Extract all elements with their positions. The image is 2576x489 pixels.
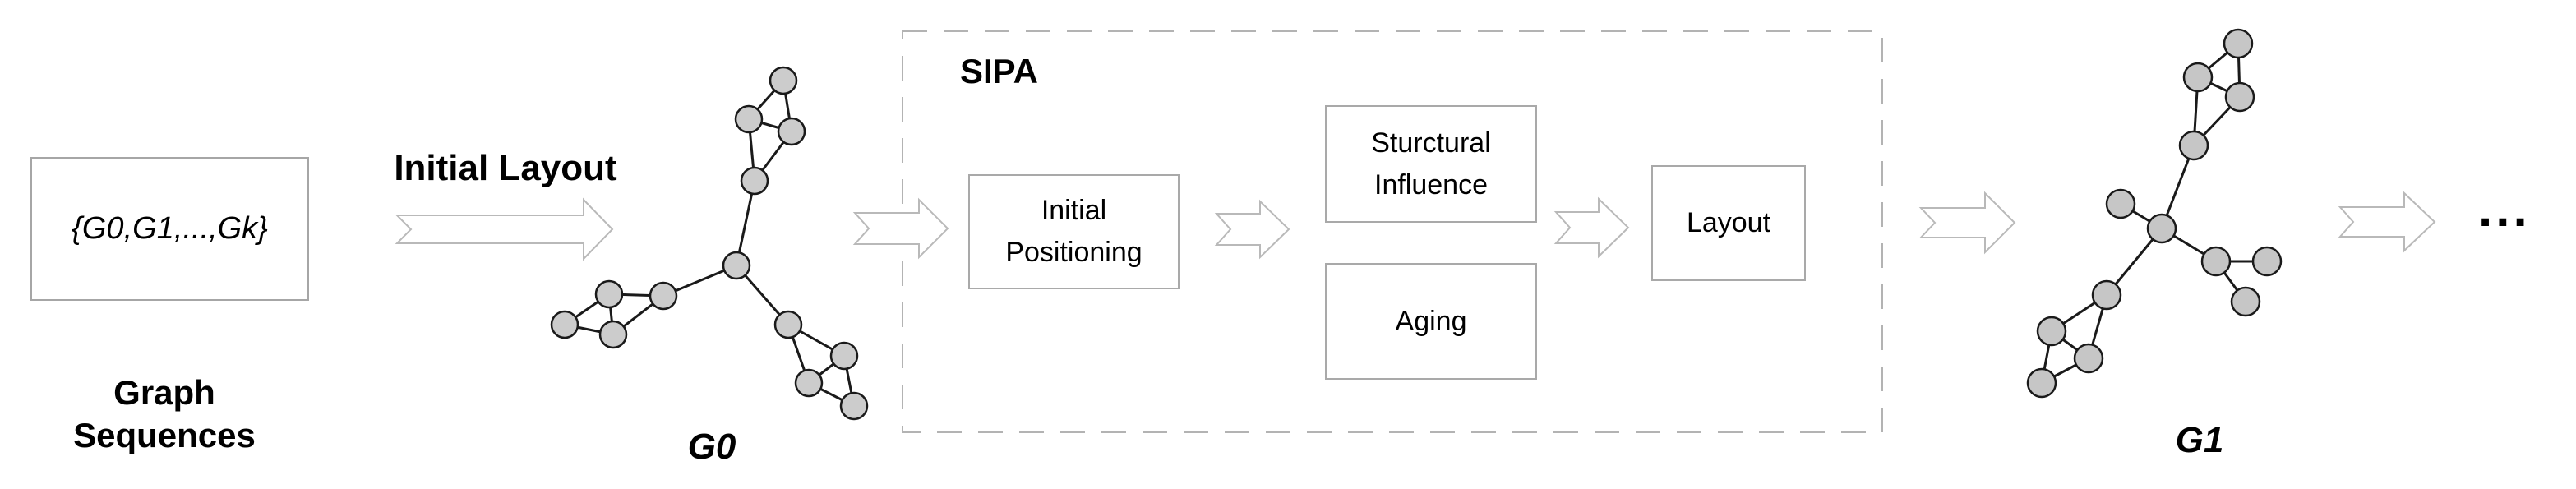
- graph-node: [2251, 246, 2283, 277]
- graph-sequence-input-box: {G0,G1,...,Gk}: [30, 157, 309, 301]
- graph-node: [839, 391, 869, 421]
- flow-arrow: [395, 197, 614, 261]
- graph-node: [2105, 188, 2136, 219]
- graph-node: [2073, 343, 2104, 374]
- graph-node: [829, 341, 859, 371]
- flow-arrow: [1918, 191, 2016, 255]
- graph-node: [598, 320, 628, 349]
- aging-box: Aging: [1325, 263, 1537, 380]
- graph-sequences-caption: Graph Sequences: [73, 373, 256, 454]
- graph-node: [740, 166, 769, 196]
- flow-arrow: [1553, 196, 1630, 259]
- g1-graph: [2026, 28, 2283, 399]
- sipa-title: SIPA: [960, 52, 1038, 90]
- g0-caption: G0: [687, 427, 736, 467]
- graph-node: [773, 310, 803, 339]
- graph-node: [722, 251, 751, 280]
- structural-influence-box: Sturctural Influence: [1325, 105, 1537, 223]
- graph-node: [2230, 286, 2261, 317]
- initial-positioning-label: Initial Positioning: [1005, 195, 1143, 268]
- graph-node: [769, 66, 798, 95]
- graph-node: [2036, 316, 2067, 347]
- graph-node: [2200, 246, 2232, 277]
- graph-node: [2146, 213, 2177, 244]
- graph-node: [2178, 130, 2209, 161]
- graph-node: [2026, 367, 2057, 399]
- graph-node: [777, 117, 806, 146]
- g1-caption: G1: [2175, 420, 2224, 460]
- structural-influence-label: Sturctural Influence: [1371, 127, 1491, 201]
- graph-edge: [735, 180, 756, 266]
- initial-layout-label: Initial Layout: [394, 148, 617, 188]
- flow-arrow: [852, 197, 949, 260]
- graph-node: [594, 279, 624, 309]
- graph-node: [794, 368, 824, 398]
- aging-label: Aging: [1395, 305, 1467, 337]
- continuation-ellipsis: ...: [2478, 181, 2531, 238]
- g0-graph: [550, 66, 869, 421]
- layout-box: Layout: [1651, 165, 1806, 281]
- graph-node: [734, 104, 764, 134]
- graph-node: [2182, 62, 2214, 93]
- graph-node: [2091, 279, 2122, 311]
- graph-node: [2223, 28, 2254, 59]
- initial-positioning-box: Initial Positioning: [968, 174, 1180, 289]
- graph-node: [649, 281, 678, 311]
- graph-node: [550, 310, 579, 339]
- layout-label: Layout: [1686, 207, 1771, 238]
- flow-arrow: [1214, 199, 1290, 260]
- graph-sequence-set-label: {G0,G1,...,Gk}: [72, 211, 268, 246]
- flow-arrow: [2338, 191, 2436, 253]
- graph-node: [2224, 81, 2255, 113]
